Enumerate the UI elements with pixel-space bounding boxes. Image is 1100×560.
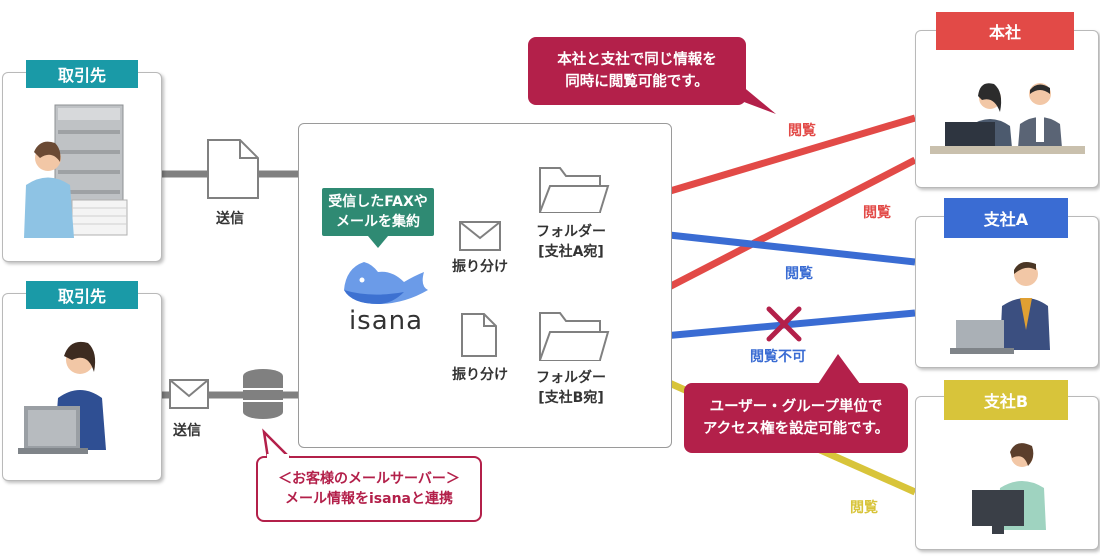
isana-logo-text: isana xyxy=(348,306,424,336)
client-tag-2: 取引先 xyxy=(26,281,138,309)
view-label-4: 閲覧 xyxy=(850,500,878,516)
hq-to-folder-b-arrow xyxy=(638,156,917,306)
folder-a-line2: [支社A宛] xyxy=(538,244,604,260)
branch-a-to-folder-a-arrow xyxy=(641,228,916,266)
top-info-bubble: 本社と支社で同じ情報を 同時に閲覧可能です。 xyxy=(528,37,746,105)
mail-server-bubble-line2: メール情報をisanaと連携 xyxy=(285,491,453,507)
branch-a-tag: 支社A xyxy=(944,198,1068,238)
collect-bubble-line2: メールを集約 xyxy=(336,214,420,230)
collect-bubble-line1: 受信したFAXや xyxy=(328,194,428,210)
collect-bubble: 受信したFAXや メールを集約 xyxy=(322,188,434,236)
send-label-1: 送信 xyxy=(216,211,244,227)
hq-to-folder-a-arrow xyxy=(638,114,917,204)
top-bubble-line1: 本社と支社で同じ情報を xyxy=(557,52,717,68)
folder-b-label: フォルダー [支社B宛] xyxy=(528,368,614,408)
send-label-2: 送信 xyxy=(173,423,201,439)
bottom-bubble-line1: ユーザー・グループ単位で xyxy=(709,399,883,415)
top-bubble-line2: 同時に閲覧可能です。 xyxy=(565,74,709,90)
client-tag-1: 取引先 xyxy=(26,60,138,88)
folder-a-line1: フォルダー xyxy=(536,224,606,240)
folder-b-line2: [支社B宛] xyxy=(538,390,604,406)
bottom-bubble-line2: アクセス権を設定可能です。 xyxy=(702,421,890,437)
hq-office-box xyxy=(915,30,1099,188)
mail-server-bubble-line1: ＜お客様のメールサーバー＞ xyxy=(278,471,460,487)
distribute-label-2: 振り分け xyxy=(452,367,508,383)
branch-b-tag: 支社B xyxy=(944,380,1068,420)
folder-b-line1: フォルダー xyxy=(536,370,606,386)
folder-a-label: フォルダー [支社A宛] xyxy=(528,222,614,262)
denied-label: 閲覧不可 xyxy=(750,349,806,365)
distribute-label-1: 振り分け xyxy=(452,259,508,275)
denied-x-icon xyxy=(766,306,802,342)
mail-server-bubble: ＜お客様のメールサーバー＞ メール情報をisanaと連携 xyxy=(256,456,482,522)
view-label-3: 閲覧 xyxy=(785,266,813,282)
hq-tag: 本社 xyxy=(936,12,1074,50)
branch-a-to-folder-b-arrow xyxy=(641,309,916,342)
view-label-2: 閲覧 xyxy=(863,205,891,221)
bottom-info-bubble: ユーザー・グループ単位で アクセス権を設定可能です。 xyxy=(684,383,908,453)
view-label-1: 閲覧 xyxy=(788,123,816,139)
